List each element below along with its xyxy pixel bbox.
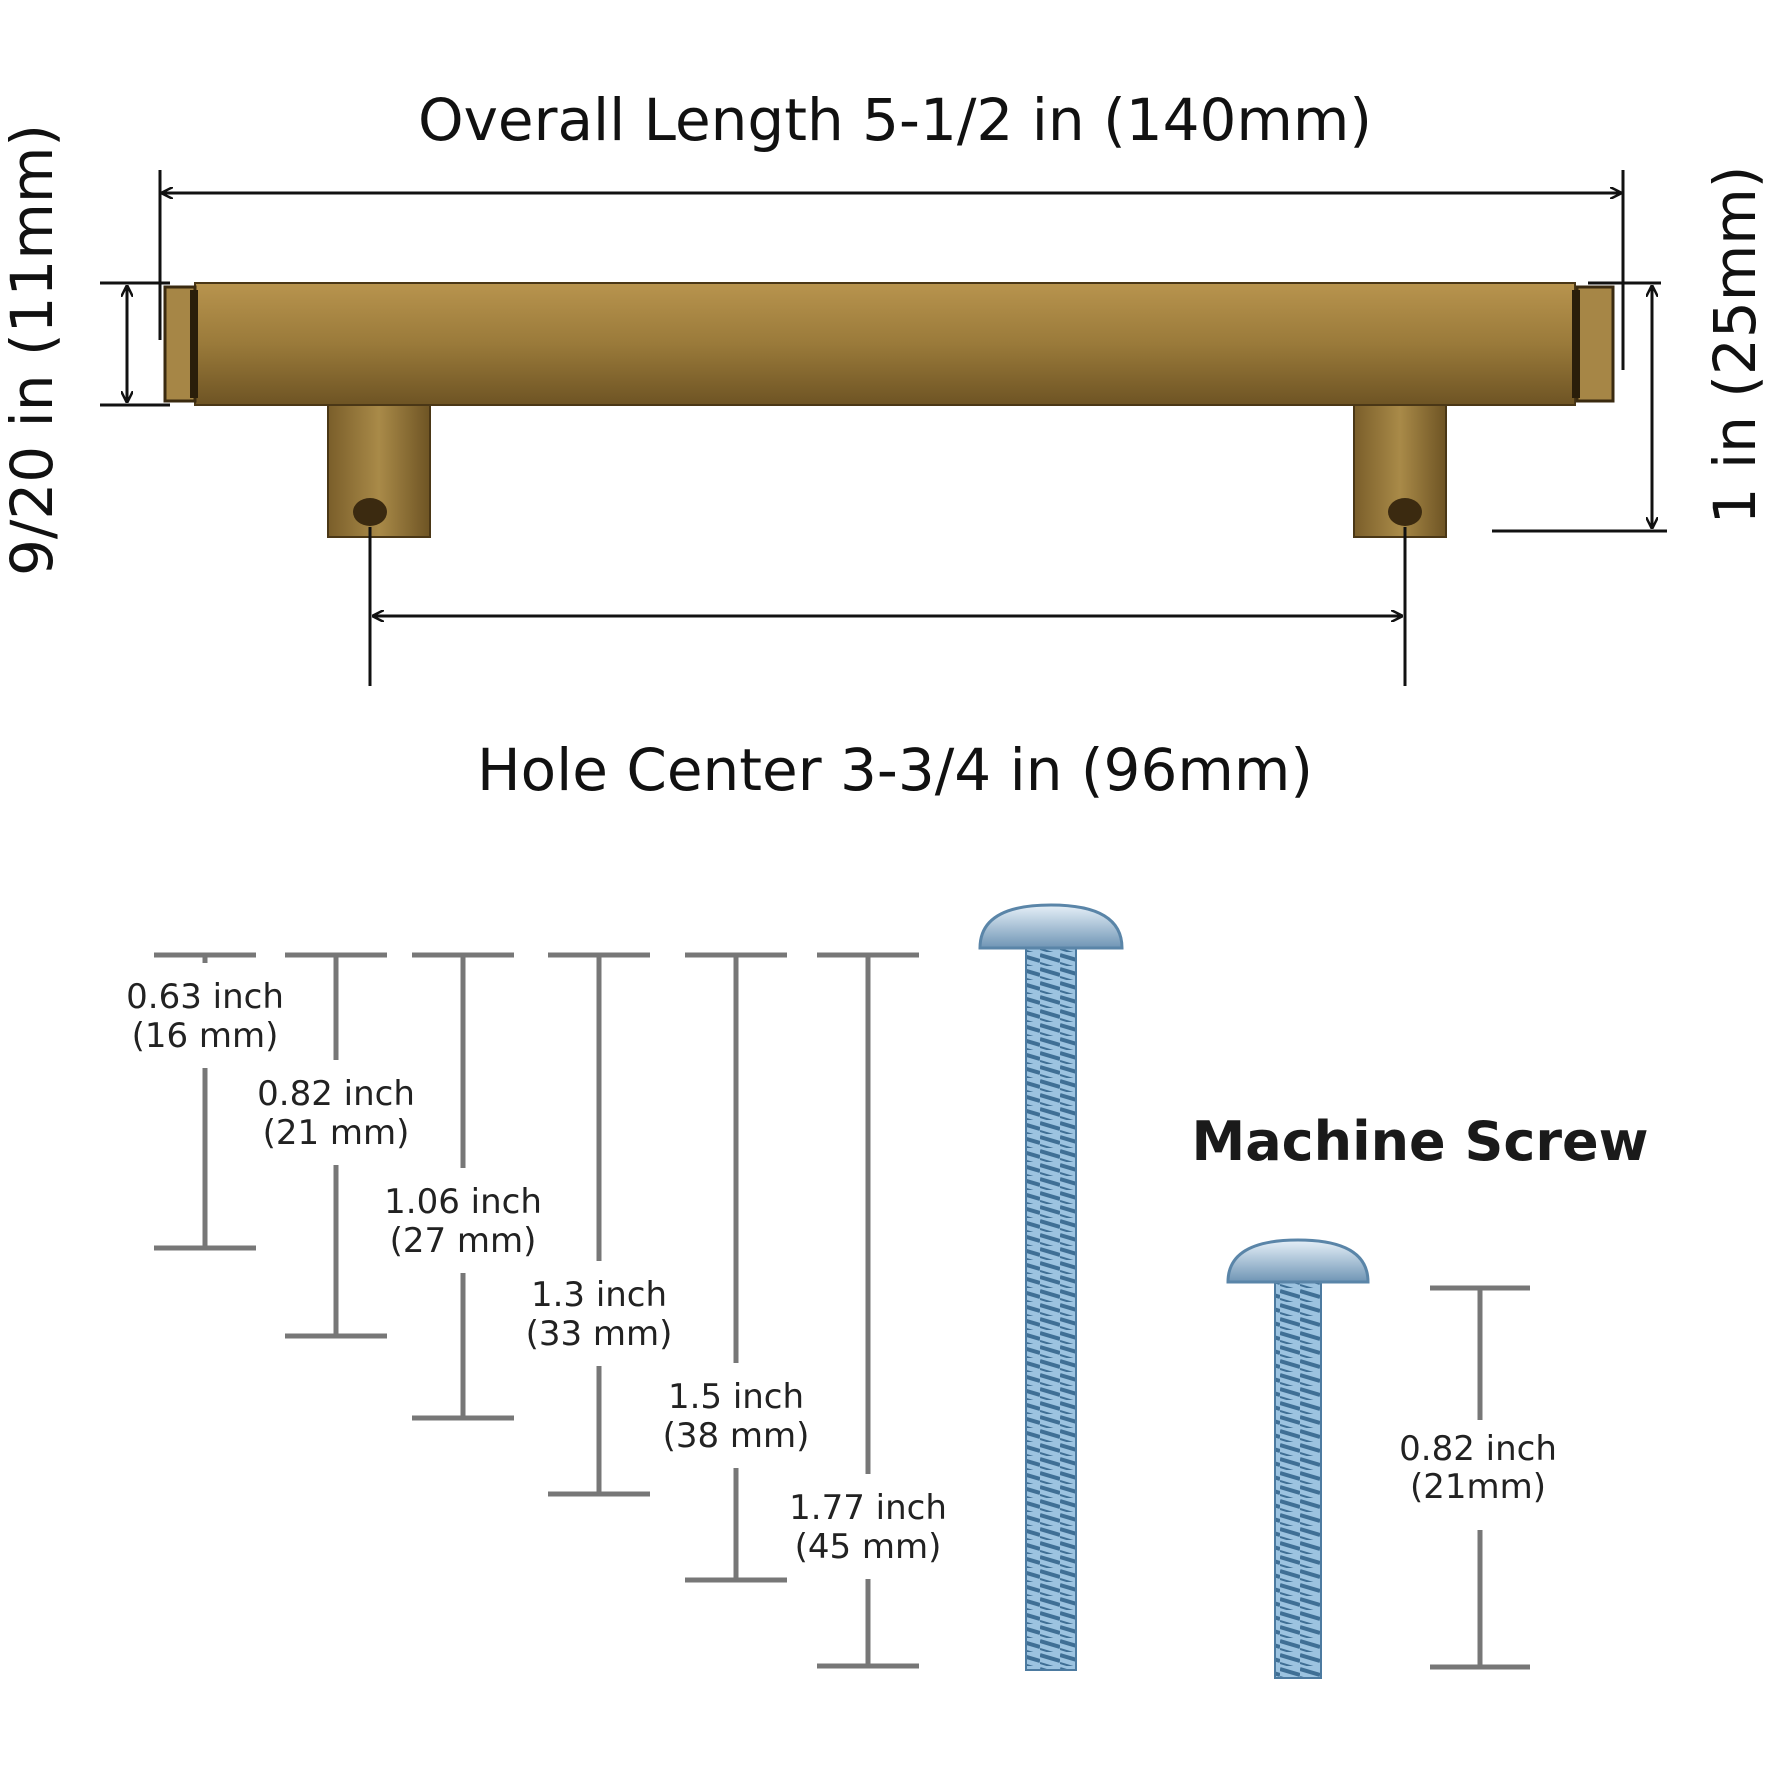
length-bar-3: 1.3 inch(33 mm) bbox=[526, 952, 673, 1497]
length-label-inch: 0.82 inch bbox=[257, 1074, 415, 1114]
short-screw-image bbox=[1226, 1238, 1370, 1679]
length-label-mm: (16 mm) bbox=[132, 1016, 279, 1056]
length-label-inch: 1.06 inch bbox=[384, 1182, 542, 1222]
length-label-inch: 0.63 inch bbox=[126, 977, 284, 1017]
length-bar-5: 1.77 inch(45 mm) bbox=[789, 952, 947, 1669]
short-screw-inch-label: 0.82 inch bbox=[1399, 1429, 1557, 1469]
overall-length-dimension bbox=[158, 170, 1625, 370]
short-screw-mm-label: (21mm) bbox=[1410, 1467, 1546, 1507]
length-bar-4: 1.5 inch(38 mm) bbox=[663, 952, 810, 1583]
length-bar-0: 0.63 inch(16 mm) bbox=[126, 952, 284, 1251]
length-label-inch: 1.3 inch bbox=[531, 1275, 667, 1315]
projection-label: 1 in (25mm) bbox=[1701, 166, 1769, 525]
hole-center-dimension bbox=[368, 527, 1407, 686]
bar-thickness-label: 9/20 in (11mm) bbox=[0, 124, 66, 576]
machine-screw-title: Machine Screw bbox=[1191, 1110, 1648, 1173]
bar-thickness-dimension bbox=[100, 281, 170, 407]
cabinet-handle-image bbox=[163, 282, 1615, 538]
length-label-mm: (33 mm) bbox=[526, 1314, 673, 1354]
long-screw-image bbox=[978, 903, 1124, 1671]
hole-center-label: Hole Center 3-3/4 in (96mm) bbox=[477, 736, 1313, 804]
short-screw-dimension bbox=[1430, 1285, 1530, 1670]
length-label-mm: (21 mm) bbox=[263, 1113, 410, 1153]
projection-dimension bbox=[1492, 281, 1667, 533]
length-label-inch: 1.77 inch bbox=[789, 1488, 947, 1528]
length-label-mm: (27 mm) bbox=[390, 1221, 537, 1261]
length-label-mm: (45 mm) bbox=[795, 1527, 942, 1567]
length-label-mm: (38 mm) bbox=[663, 1416, 810, 1456]
length-label-inch: 1.5 inch bbox=[668, 1377, 804, 1417]
screw-length-scale: 0.63 inch(16 mm)0.82 inch(21 mm)1.06 inc… bbox=[126, 952, 947, 1669]
length-bar-2: 1.06 inch(27 mm) bbox=[384, 952, 542, 1421]
overall-length-label: Overall Length 5-1/2 in (140mm) bbox=[418, 86, 1372, 154]
length-bar-1: 0.82 inch(21 mm) bbox=[257, 952, 415, 1339]
